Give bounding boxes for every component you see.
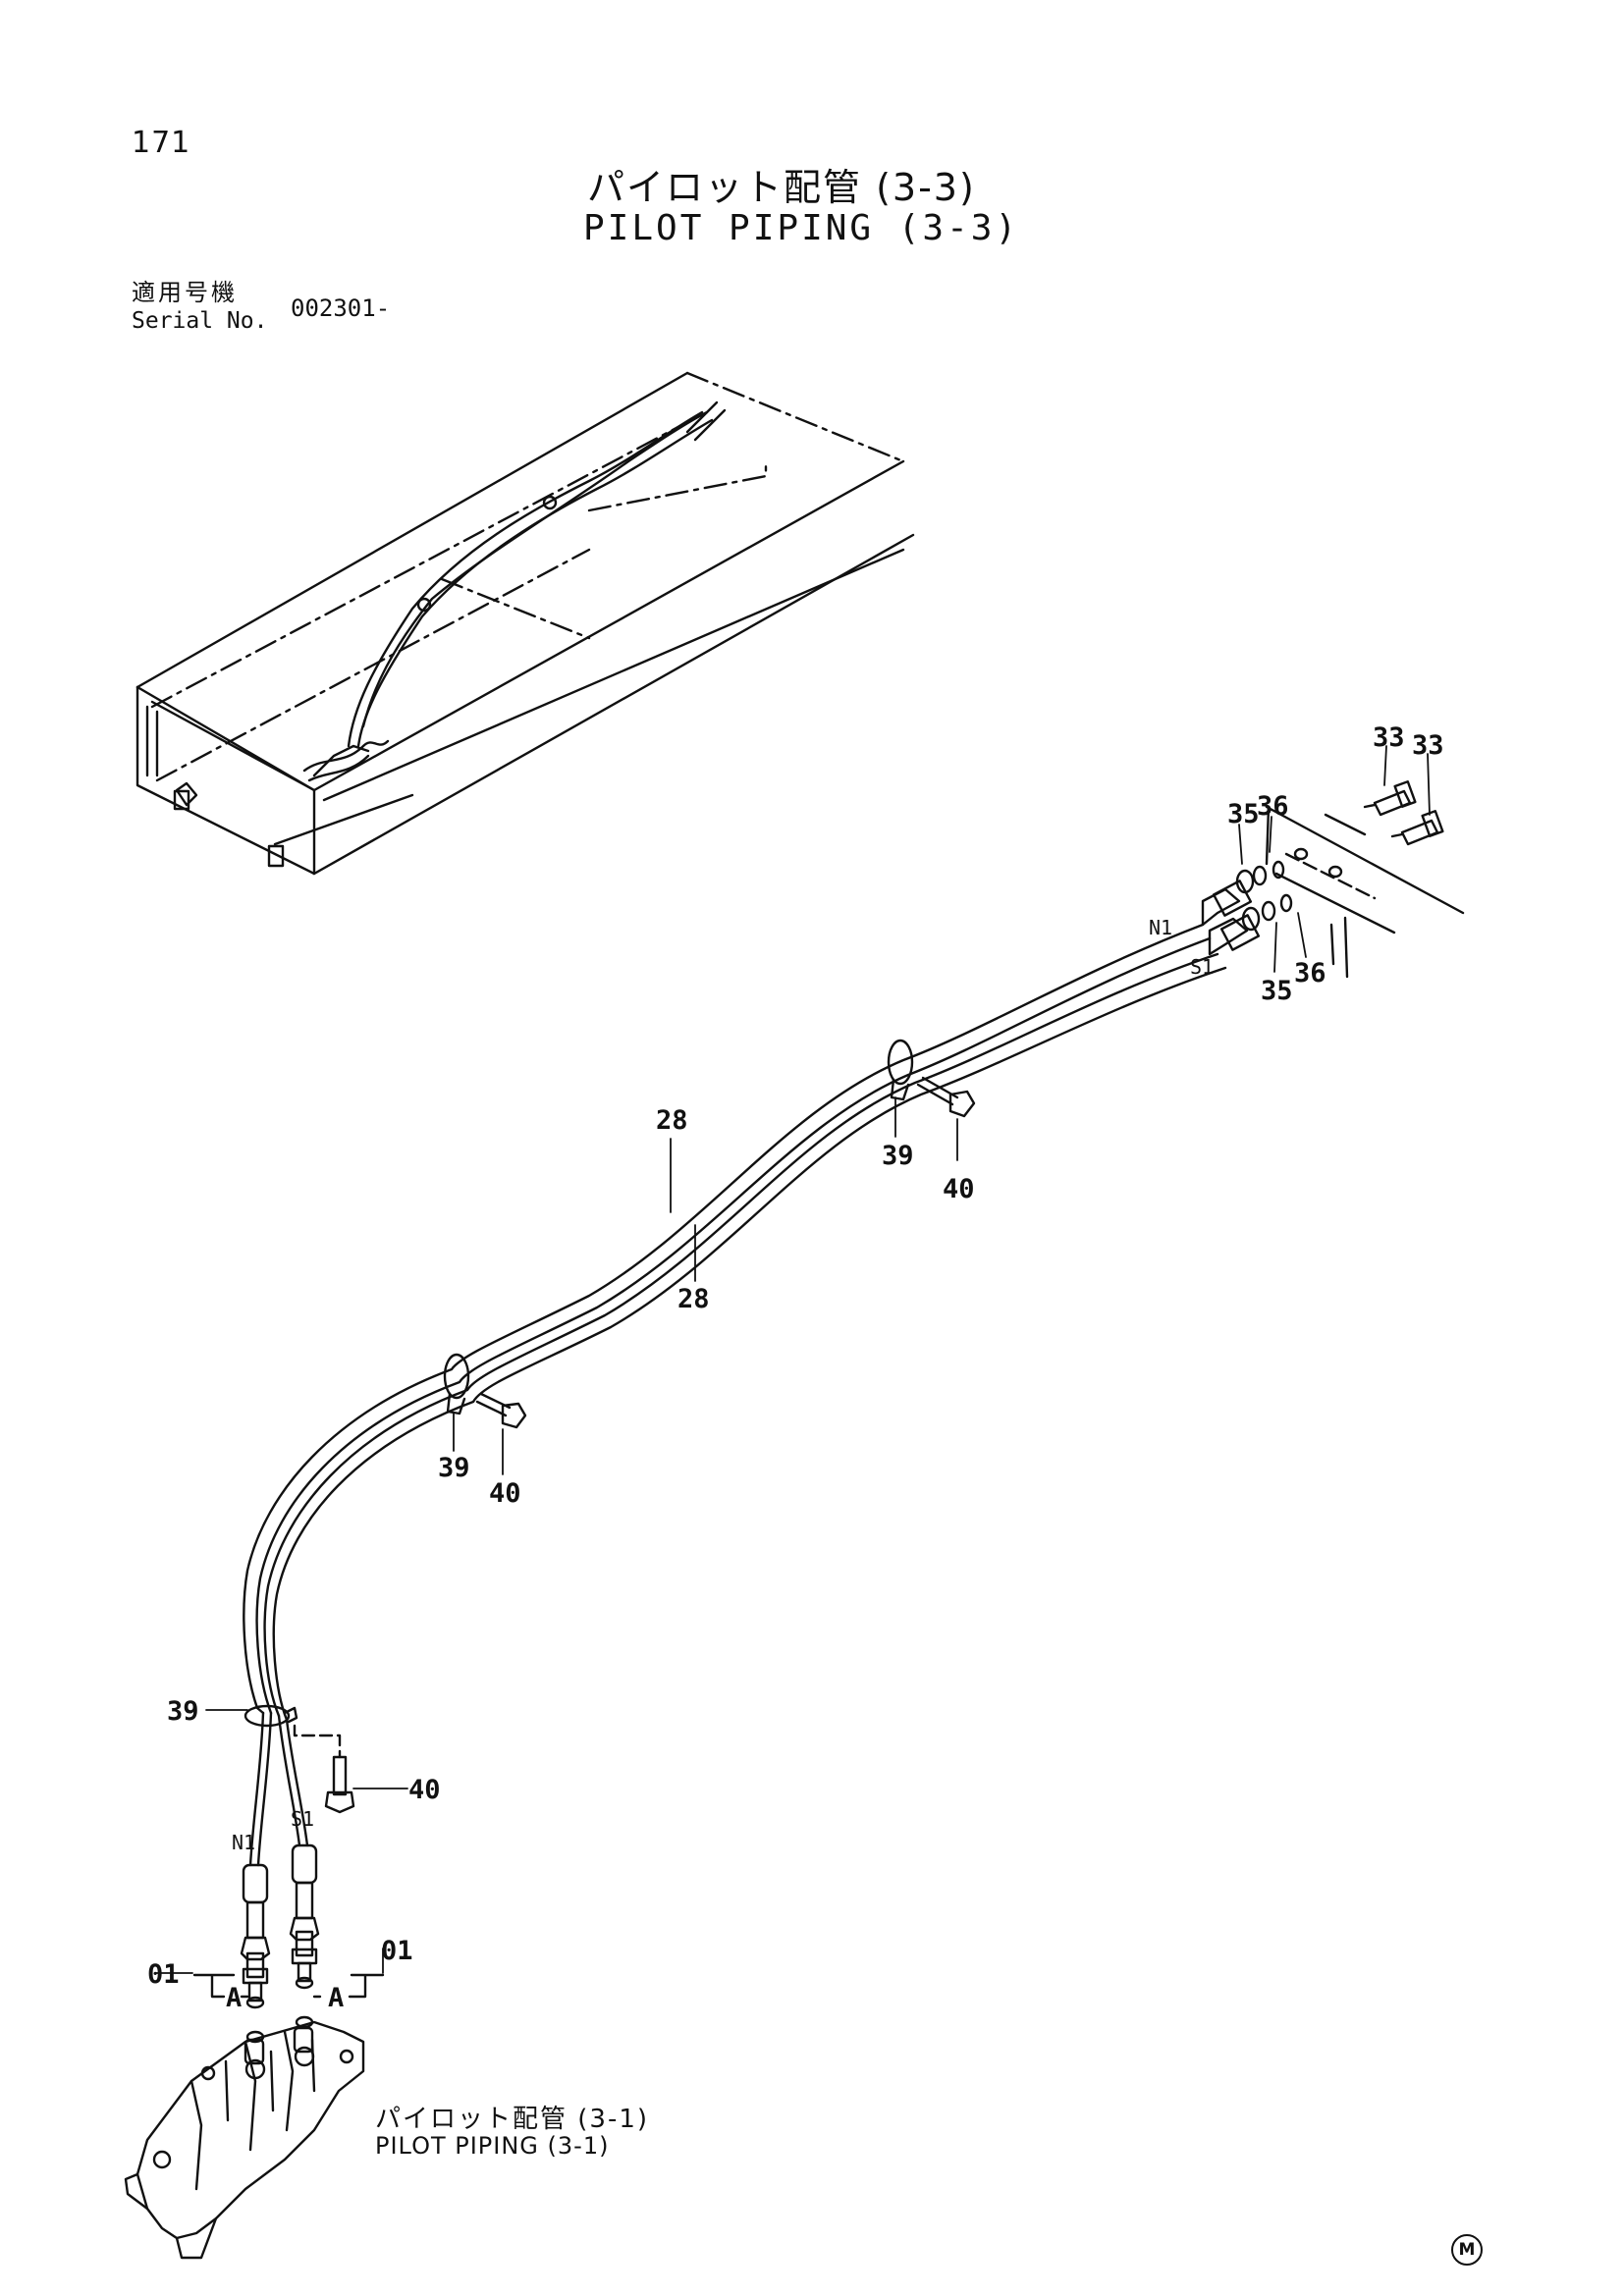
callout-33a: 33 (1373, 722, 1405, 753)
callout-s1-top: S1 (1190, 955, 1214, 979)
bolts (293, 1076, 976, 1814)
reference-japanese: パイロット配管 (3-1) (375, 2105, 650, 2134)
callout-33b: 33 (1412, 730, 1444, 761)
callout-a-left: A (226, 1983, 242, 2013)
leader-lines (154, 745, 1431, 1974)
callout-n1-top: N1 (1149, 916, 1172, 939)
callout-40c: 40 (408, 1775, 441, 1805)
bottom-fittings (124, 1843, 385, 2260)
serial-label-english: Serial No. (132, 308, 268, 334)
callout-39a: 39 (882, 1141, 914, 1171)
serial-number-value: 002301- (291, 294, 391, 322)
callout-39c: 39 (167, 1696, 199, 1727)
callout-40a: 40 (943, 1174, 975, 1204)
footer-mark: M (1451, 2234, 1483, 2266)
title-japanese: パイロット配管 (3-3) (587, 166, 976, 209)
callout-36a: 36 (1257, 791, 1289, 822)
callout-40b: 40 (489, 1478, 521, 1509)
pilot-hoses (243, 923, 1227, 1867)
callout-01b: 01 (381, 1936, 413, 1966)
callout-28a: 28 (656, 1105, 688, 1136)
callout-a-right: A (328, 1983, 344, 2013)
callout-35a: 35 (1227, 799, 1260, 829)
page-number: 171 (132, 126, 191, 160)
boom-structure (135, 371, 915, 876)
callout-01a: 01 (147, 1959, 180, 1990)
serial-label-japanese: 適用号機 (132, 279, 238, 306)
callout-labels: 33 33 35 36 35 36 N1 S1 28 28 39 40 39 4… (147, 722, 1444, 2013)
callout-28b: 28 (677, 1284, 710, 1314)
callout-n1-bottom: N1 (232, 1831, 255, 1854)
title-english: PILOT PIPING (3-3) (583, 208, 1020, 248)
top-right-fittings (1201, 780, 1465, 979)
callout-35b: 35 (1261, 976, 1293, 1006)
reference-english: PILOT PIPING (3-1) (375, 2132, 610, 2160)
clamps (244, 1039, 914, 1728)
callout-36b: 36 (1294, 958, 1326, 988)
callout-39b: 39 (438, 1453, 470, 1483)
callout-s1-bottom: S1 (291, 1807, 314, 1831)
